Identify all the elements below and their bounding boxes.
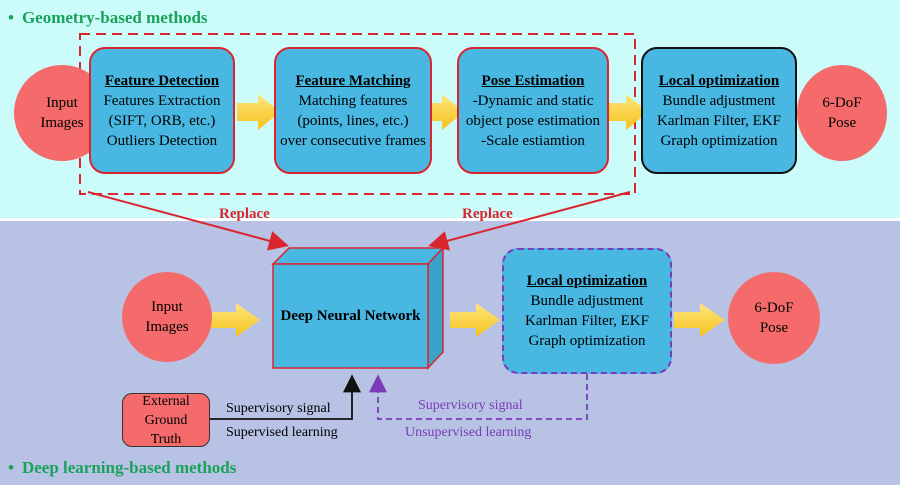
stage-line: over consecutive frames [280, 132, 426, 149]
deep-learning-section-title: • Deep learning-based methods [8, 458, 236, 478]
top-input-label: Input Images [40, 95, 84, 131]
bottom-input-label: Input Images [145, 299, 189, 335]
bottom-input-images-node: Input Images [122, 272, 212, 362]
arrow-input-to-network [208, 303, 260, 337]
stage-line: (SIFT, ORB, etc.) [108, 112, 216, 129]
stage-line: -Scale estiamtion [481, 132, 585, 149]
network-side-face [427, 246, 444, 370]
stage-line: (points, lines, etc.) [297, 112, 409, 129]
stage-title: Local optimization [526, 273, 648, 289]
network-front-face [272, 263, 429, 369]
stage-title: Local optimization [658, 72, 780, 89]
unsupervised-signal-arrow [369, 374, 588, 420]
supervised-signal-arrow [210, 374, 361, 420]
stage-line: Outliers Detection [106, 132, 218, 149]
deep-neural-network-label: Deep Neural Network [280, 307, 421, 324]
stage-title: Feature Matching [295, 72, 411, 89]
geometry-section-title: • Geometry-based methods [8, 8, 208, 28]
replace-label-left: Replace [219, 206, 270, 222]
top-output-label: 6-DoF Pose [822, 95, 862, 131]
bottom-output-pose-node: 6-DoF Pose [728, 272, 820, 364]
stage-feature-detection: Feature Detection Features Extraction (S… [89, 47, 235, 174]
stage-feature-matching: Feature Matching Matching features (poin… [274, 47, 432, 174]
arrow-matching-to-pose [422, 94, 464, 130]
top-output-pose-node: 6-DoF Pose [797, 65, 887, 161]
replace-arrow-right [428, 191, 631, 251]
deep-learning-title-text: Deep learning-based methods [21, 458, 237, 477]
arrow-network-to-optimization [450, 303, 500, 337]
bottom-local-optimization: Local optimization Bundle adjustment Kar… [502, 248, 672, 374]
stage-pose-estimation: Pose Estimation -Dynamic and static obje… [457, 47, 609, 174]
replace-arrow-left [87, 191, 289, 251]
unsupervised-learning-label: Unsupervised learning [405, 425, 532, 440]
network-top-face [271, 247, 445, 265]
supervisory-signal-label: Supervisory signal [226, 401, 331, 416]
bullet-icon: • [8, 8, 14, 27]
stage-line: Graph optimization [528, 333, 646, 349]
stage-line: object pose estimation [465, 112, 601, 129]
geometry-title-text: Geometry-based methods [21, 8, 208, 27]
stage-line: Bundle adjustment [662, 92, 776, 109]
bottom-output-label: 6-DoF Pose [754, 300, 794, 336]
stage-line: Karlman Filter, EKF [657, 112, 781, 129]
stage-local-optimization: Local optimization Bundle adjustment Kar… [641, 47, 797, 174]
unsupervised-signal-label: Supervisory signal [418, 398, 523, 413]
arrow-optimization-to-output [674, 303, 725, 337]
supervised-learning-label: Supervised learning [226, 425, 338, 440]
stage-title: Feature Detection [104, 72, 220, 89]
stage-line: Karlman Filter, EKF [525, 313, 649, 329]
external-ground-truth-box: External Ground Truth [122, 393, 210, 447]
stage-line: Graph optimization [660, 132, 778, 149]
stage-line: -Dynamic and static [472, 92, 594, 109]
stage-line: Bundle adjustment [530, 293, 644, 309]
ground-truth-label: External Ground Truth [142, 393, 190, 447]
arrow-pose-to-optimization [605, 94, 648, 130]
stage-title: Pose Estimation [481, 72, 585, 89]
arrow-detection-to-matching [237, 94, 280, 130]
stage-line: Features Extraction [103, 92, 221, 109]
bullet-icon: • [8, 458, 14, 477]
stage-line: Matching features [298, 92, 408, 109]
replace-label-right: Replace [462, 206, 513, 222]
